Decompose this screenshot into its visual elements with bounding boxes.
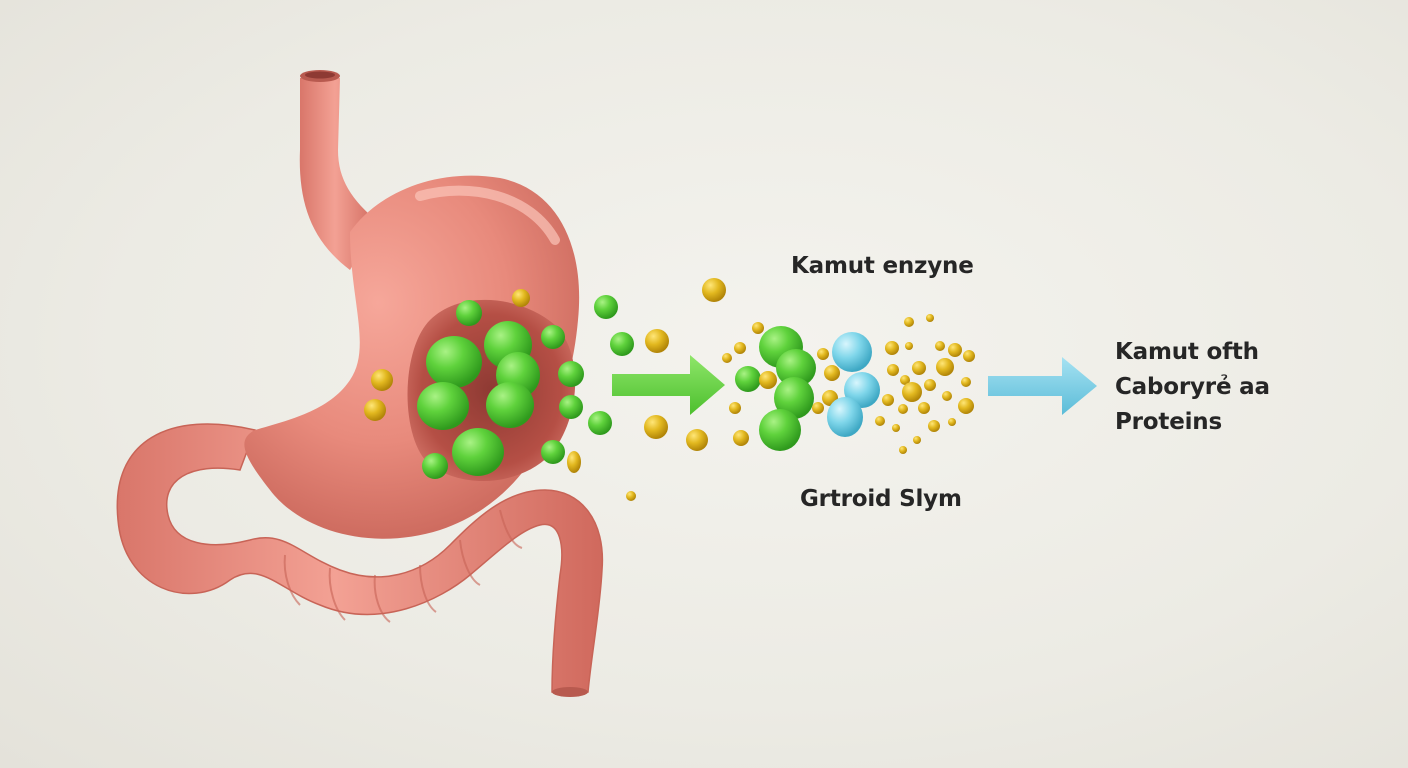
particles-in-stomach xyxy=(364,289,565,479)
enzyme-label: Kamut enzyne xyxy=(791,253,974,279)
system-label: Grtroid Slym xyxy=(800,486,962,512)
result-line-2: Caboryrẻ aa xyxy=(1115,374,1270,400)
result-line-3: Proteins xyxy=(1115,409,1222,435)
result-label: Kamut ofth Caboryrẻ aa Proteins xyxy=(1115,335,1270,440)
result-line-1: Kamut ofth xyxy=(1115,339,1259,365)
duodenum xyxy=(116,423,604,693)
right-arrow-green-icon xyxy=(612,355,725,415)
product-particles xyxy=(875,314,975,454)
enzyme-cluster xyxy=(722,322,880,451)
right-arrow-blue-icon xyxy=(988,357,1097,415)
particles-flow xyxy=(541,278,726,501)
intestine-opening xyxy=(552,687,588,697)
